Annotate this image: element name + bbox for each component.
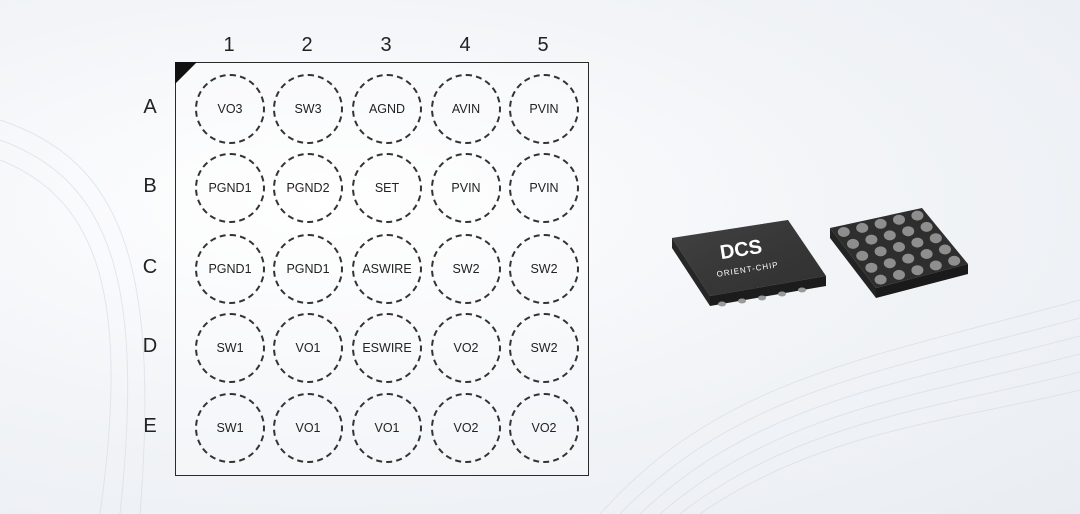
solder-ball: [929, 260, 942, 271]
solder-ball: [920, 221, 933, 232]
pin-b1: PGND1: [195, 153, 265, 223]
pin-b2: PGND2: [273, 153, 343, 223]
pin-b5: PVIN: [509, 153, 579, 223]
solder-ball: [929, 233, 942, 244]
solder-ball: [856, 222, 869, 233]
solder-ball-array: [837, 210, 961, 285]
pin-e2: VO1: [273, 393, 343, 463]
solder-ball: [865, 262, 878, 273]
pin-c5: SW2: [509, 234, 579, 304]
pin-a4: AVIN: [431, 74, 501, 144]
row-label: D: [142, 335, 158, 357]
solder-ball: [948, 255, 961, 266]
chip-illustration: DCS ORIENT-CHIP: [660, 190, 990, 340]
pin-d1: SW1: [195, 313, 265, 383]
pin-a5: PVIN: [509, 74, 579, 144]
pin-b3: SET: [352, 153, 422, 223]
solder-ball: [911, 210, 924, 221]
row-label: E: [143, 415, 157, 437]
solder-ball: [902, 226, 915, 237]
pin-d4: VO2: [431, 313, 501, 383]
pin-e5: VO2: [509, 393, 579, 463]
pin-d5: SW2: [509, 313, 579, 383]
pin-e4: VO2: [431, 393, 501, 463]
column-label: 2: [301, 34, 313, 56]
solder-ball: [883, 258, 896, 269]
solder-ball: [911, 265, 924, 276]
solder-ball: [920, 249, 933, 259]
solder-ball: [847, 238, 859, 249]
solder-ball: [902, 253, 915, 264]
pin-c1: PGND1: [195, 234, 265, 304]
pin1-marker: [175, 62, 197, 84]
solder-ball: [939, 244, 951, 255]
solder-ball: [893, 242, 905, 252]
solder-ball: [911, 237, 924, 248]
pin-c3: ASWIRE: [352, 234, 422, 304]
pin-c4: SW2: [431, 234, 501, 304]
solder-ball: [837, 227, 850, 237]
pin-d3: ESWIRE: [352, 313, 422, 383]
pin-b4: PVIN: [431, 153, 501, 223]
pin-d2: VO1: [273, 313, 343, 383]
pin-c2: PGND1: [273, 234, 343, 304]
row-label: A: [143, 96, 157, 118]
pin-a3: AGND: [352, 74, 422, 144]
column-label: 1: [223, 34, 235, 56]
solder-ball: [874, 246, 887, 257]
solder-ball: [874, 274, 887, 285]
row-label: B: [143, 175, 157, 197]
row-label: C: [142, 256, 158, 278]
column-label: 4: [459, 34, 471, 56]
solder-ball: [856, 250, 869, 261]
solder-ball: [865, 234, 878, 245]
pin-a1: VO3: [195, 74, 265, 144]
solder-ball: [874, 218, 887, 229]
solder-ball: [893, 269, 905, 280]
chip-top-view: DCS ORIENT-CHIP: [672, 220, 826, 307]
column-label: 5: [537, 34, 549, 56]
solder-ball: [883, 230, 896, 241]
pin-e1: SW1: [195, 393, 265, 463]
chip-bottom-view: [830, 208, 968, 298]
pin-e3: VO1: [352, 393, 422, 463]
solder-ball: [893, 214, 905, 225]
column-label: 3: [380, 34, 392, 56]
pin-a2: SW3: [273, 74, 343, 144]
